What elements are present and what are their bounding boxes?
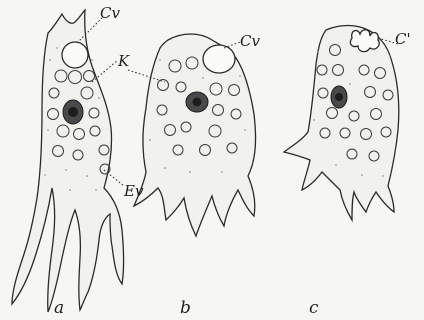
label-a-cv: Cv [100,4,120,22]
label-a: a [54,298,64,318]
cell-c [284,26,399,221]
label-b-cv: Cv [240,32,260,50]
label-a-k: K [117,52,130,70]
cell-b-contractile-vacuole [203,45,235,73]
cell-b-nucleus [186,92,208,112]
cell-c-body [284,26,399,221]
cell-b-body [134,34,256,236]
leader-a-k [92,60,118,82]
label-c: c [309,298,319,318]
label-b: b [180,298,191,318]
label-a-ev: Ev [123,182,144,200]
cell-c-nucleus [331,86,347,108]
cell-a-nucleus [63,100,83,124]
cell-a-contractile-vacuole [62,42,88,68]
cell-b [134,34,256,236]
cell-a [12,10,124,312]
label-c-cv: C' [395,30,411,48]
